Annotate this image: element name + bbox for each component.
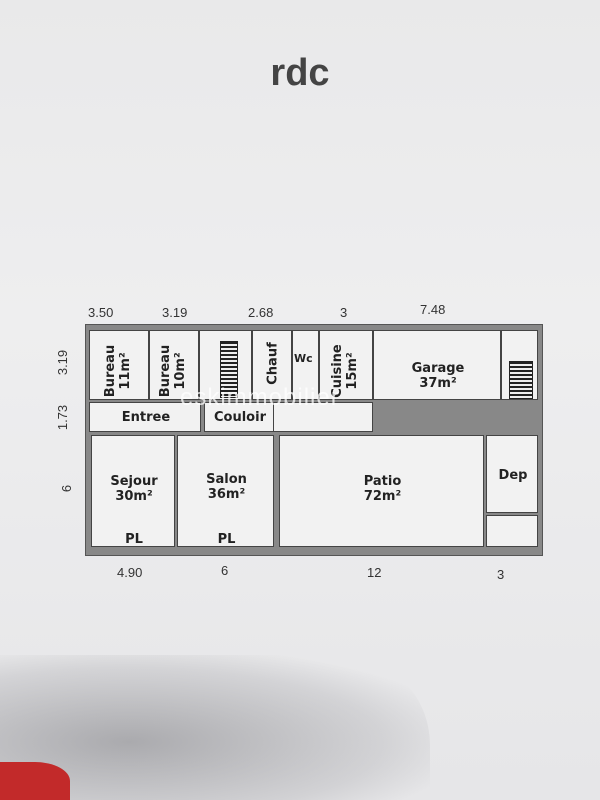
staircase-icon <box>220 341 238 398</box>
garage-stair-area <box>501 330 538 400</box>
sejour-area: 30m² <box>115 489 153 504</box>
label-entree: Entree <box>121 410 171 425</box>
room-couloir: Couloir <box>204 402 274 432</box>
room-dep: Dep <box>486 435 538 513</box>
bureau-1-area: 11m² <box>118 352 133 390</box>
garage-name: Garage <box>411 361 465 376</box>
garage-area: 37m² <box>419 376 457 391</box>
room-chauf: Chauf <box>252 330 292 400</box>
fingernail <box>0 762 70 800</box>
stair-hall <box>199 330 252 400</box>
dim-bottom-4: 3 <box>497 567 505 582</box>
sejour-name: Sejour <box>110 474 158 489</box>
label-wc: Wc <box>294 352 313 365</box>
dim-bottom-2: 6 <box>221 563 229 578</box>
dim-left-1: 3.19 <box>55 349 71 376</box>
dim-top-1: 3.50 <box>88 305 114 320</box>
hall <box>274 402 373 432</box>
dim-top-2: 3.19 <box>162 305 188 320</box>
bureau-1-name: Bureau <box>103 344 118 398</box>
label-couloir: Couloir <box>214 410 266 425</box>
bureau-2-name: Bureau <box>158 344 173 398</box>
salon-name: Salon <box>206 472 247 487</box>
salon-area: 36m² <box>207 487 246 502</box>
patio-name: Patio <box>363 474 402 489</box>
label-pl-1: PL <box>125 532 143 547</box>
watermark: eskimmobilier <box>180 384 340 411</box>
label-dep: Dep <box>498 468 528 483</box>
room-wc: Wc <box>292 330 319 400</box>
dim-left-2: 1.73 <box>55 404 71 431</box>
photo-shadow <box>0 655 430 800</box>
label-pl-2: PL <box>217 532 236 547</box>
dim-top-4: 3 <box>340 305 348 320</box>
room-entree: Entree <box>89 402 201 432</box>
staircase-icon <box>509 361 533 399</box>
dim-left-3: 6 <box>59 484 75 493</box>
dim-bottom-1: 4.90 <box>117 565 143 580</box>
dim-bottom-3: 12 <box>367 565 382 580</box>
patio-area: 72m² <box>363 489 402 504</box>
cuisine-area: 15m² <box>345 352 360 390</box>
page-title: rdc <box>270 52 330 94</box>
storage <box>486 515 538 547</box>
dim-top-5: 7.48 <box>420 302 446 317</box>
dim-top-3: 2.68 <box>248 305 274 320</box>
